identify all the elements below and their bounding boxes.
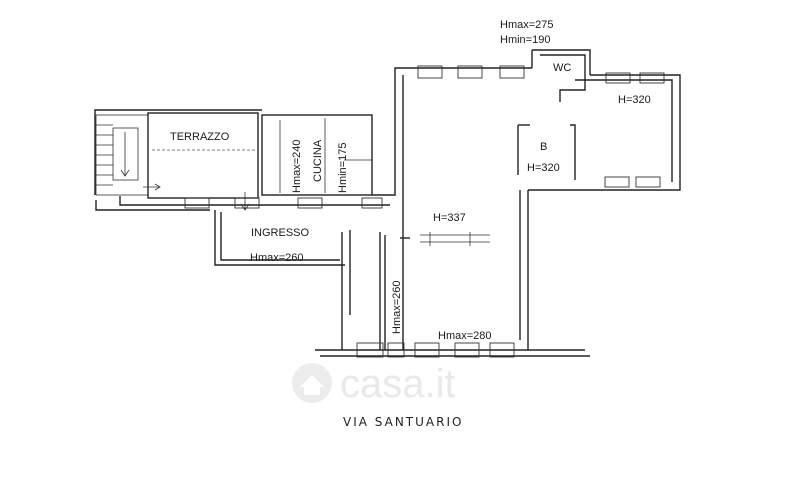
entrance-hmax-label: Hmax=260 [250,252,304,264]
watermark: casa.it [292,362,456,406]
bath-label: B [540,141,547,153]
entrance [214,210,490,350]
labels: TERRAZZO Hmax=240 CUCINA Hmin=175 INGRES… [170,19,651,429]
living-height-label: H=337 [433,212,466,224]
street-wall [315,342,590,358]
kitchen [240,114,373,211]
kitchen-hmin-label: Hmin=175 [337,143,349,193]
wc-hmax-label: Hmax=275 [500,19,554,31]
street-name: VIA SANTUARIO [343,415,463,429]
main-walls [94,49,681,350]
bedroom-height-label: H=320 [618,94,651,106]
kitchen-hmax-label: Hmax=240 [291,139,303,193]
living-hmax-label: Hmax=280 [438,330,492,342]
top-windows [184,65,665,209]
entrance-label: INGRESSO [251,227,310,239]
kitchen-label: CUCINA [312,139,324,182]
stairs [95,114,149,196]
wc-hmin-label: Hmin=190 [500,34,550,46]
terrace-label: TERRAZZO [170,131,230,143]
terrace [143,112,259,199]
watermark-text: casa.it [340,362,456,406]
wc-label: WC [553,62,571,74]
house-icon [292,363,332,403]
corridor-hmax-label: Hmax=260 [391,280,403,334]
bath-height-label: H=320 [527,162,560,174]
